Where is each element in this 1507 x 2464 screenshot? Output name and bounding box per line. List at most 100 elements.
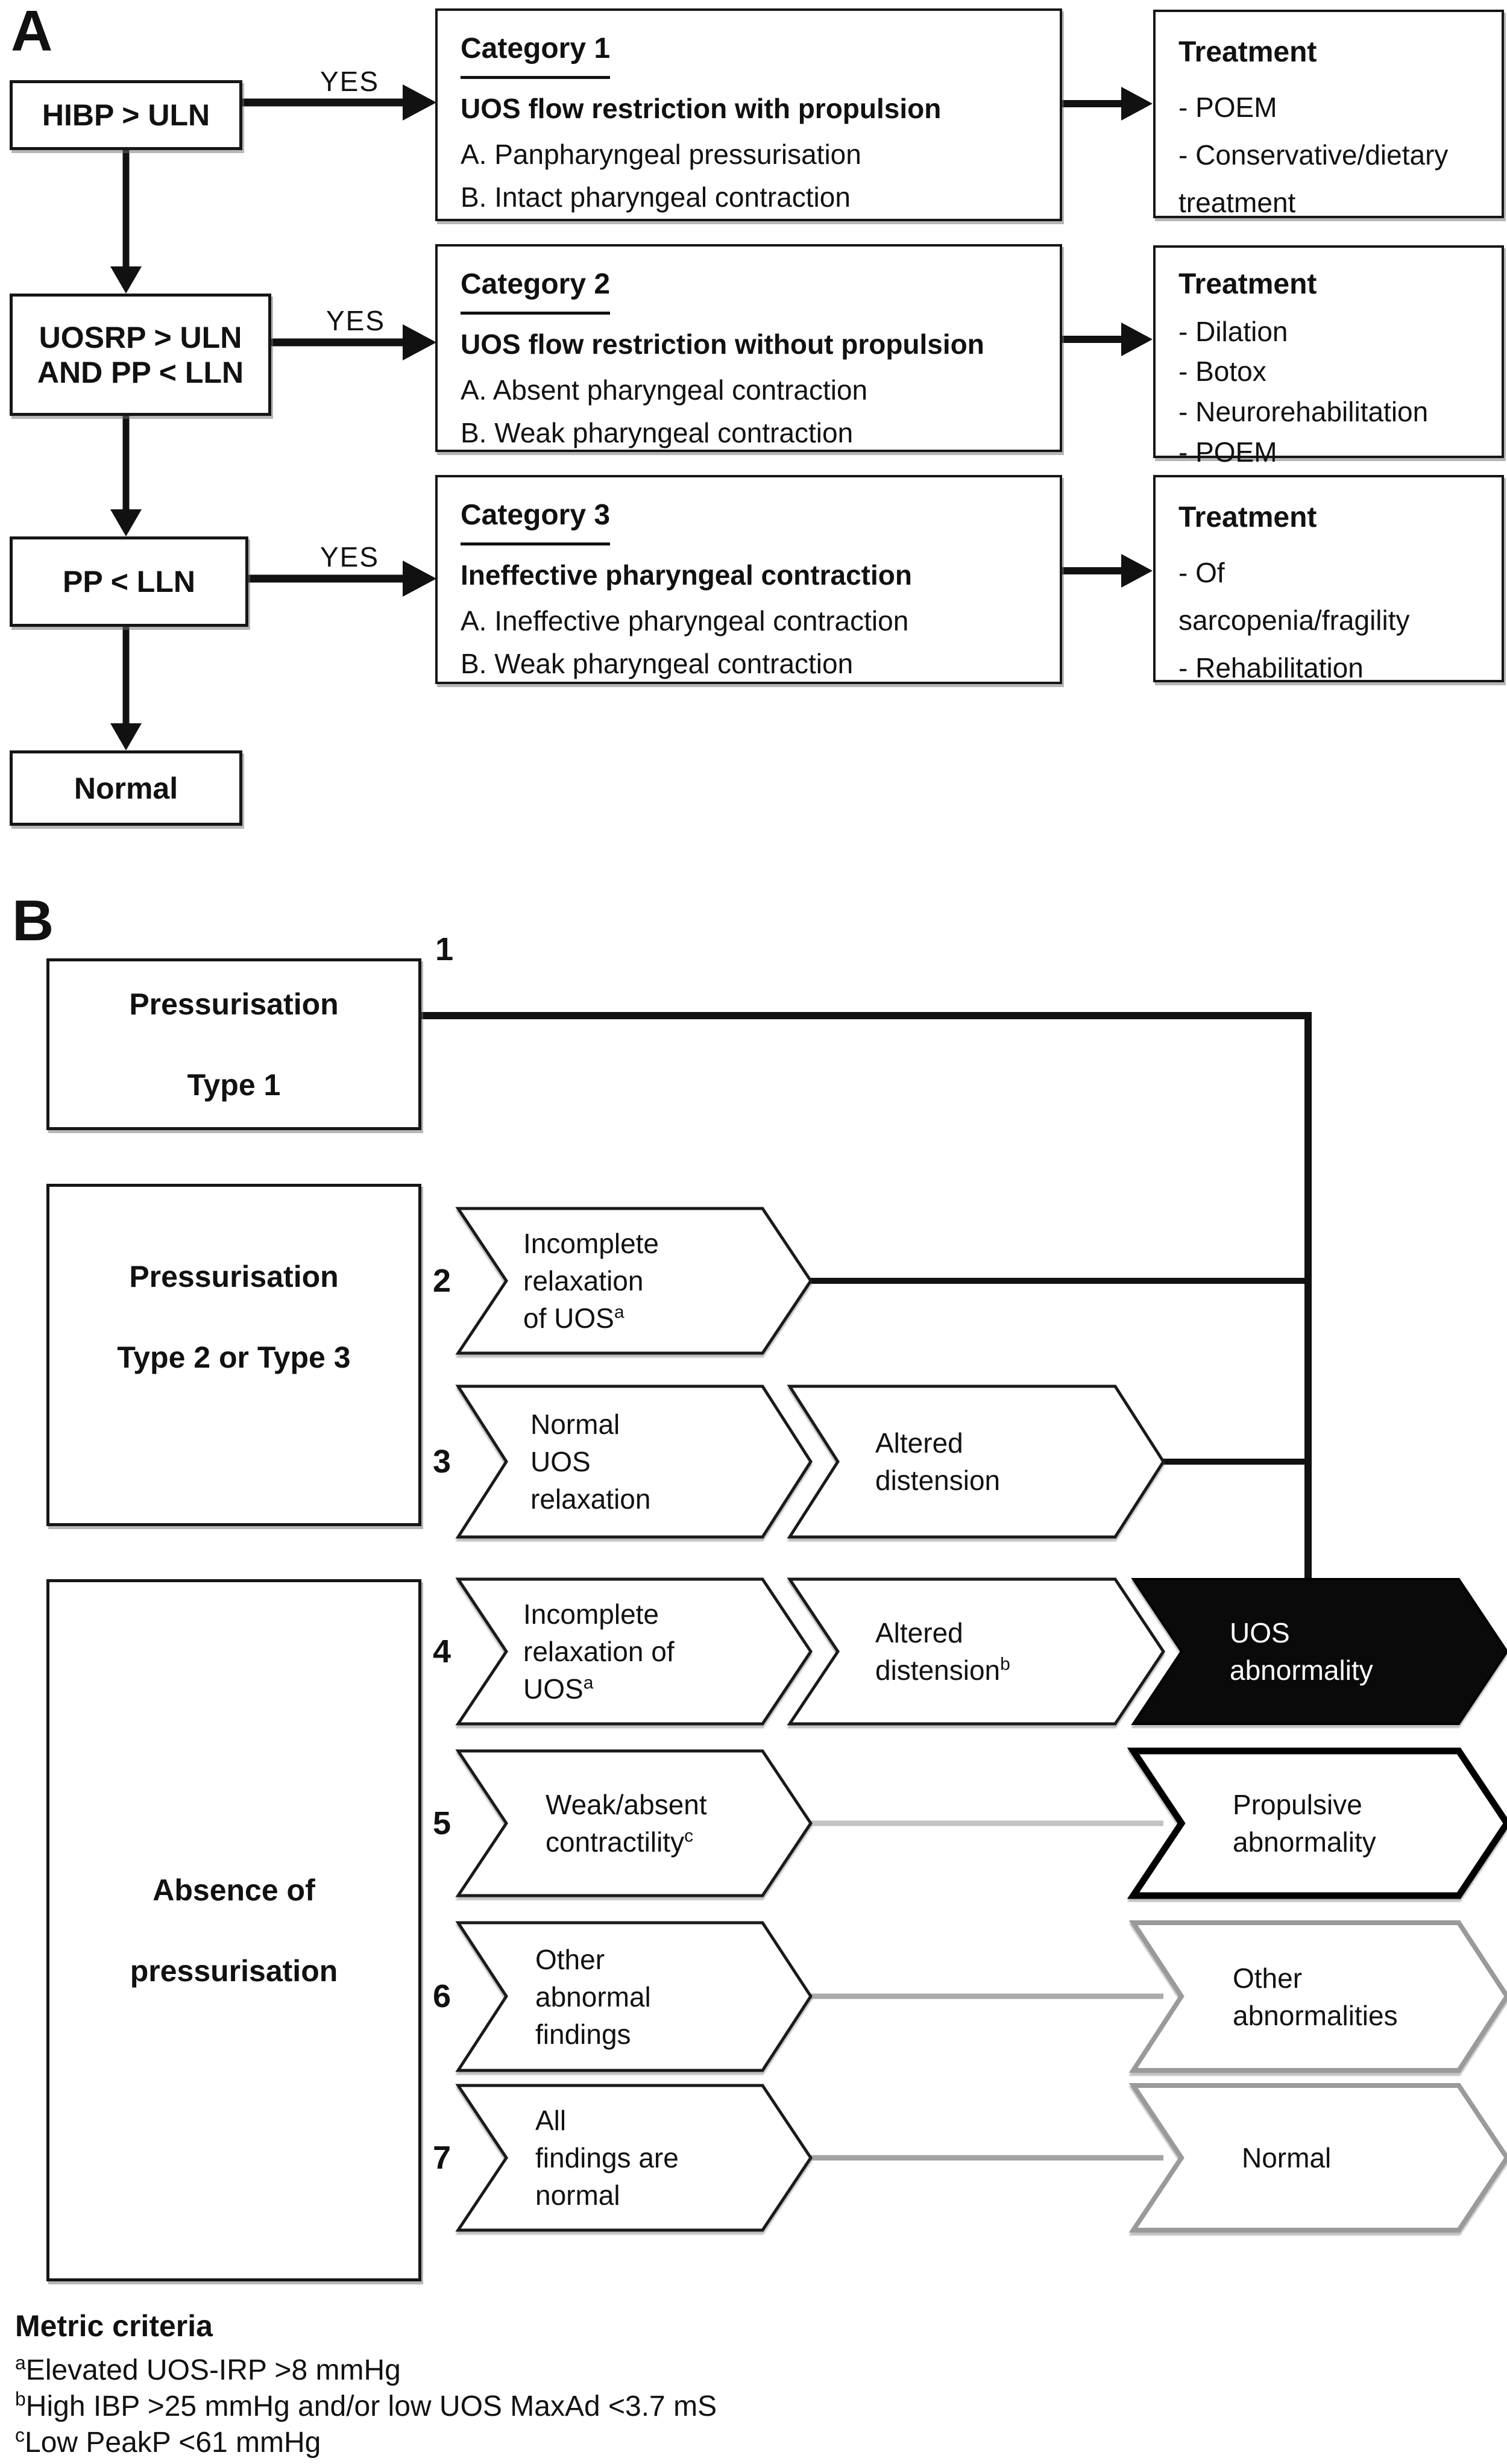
chevron-line: contractilityc: [546, 1826, 694, 1858]
panel-b-label: B: [12, 888, 54, 953]
category-item: A. Panpharyngeal pressurisation: [461, 138, 861, 170]
chevron-other-abnormalities: [1128, 1920, 1507, 2073]
chevron-all-findings-normal: [455, 2084, 813, 2232]
group-box-pressurisation-type2-3: Pressurisation Type 2 or Type 3: [46, 1184, 421, 1526]
chevron-text-uos-abnormality: UOS abnormality: [1230, 1579, 1483, 1724]
chevron-line: normal: [535, 2180, 620, 2211]
group-box-label: Pressurisation: [129, 987, 339, 1021]
superscript: a: [583, 1673, 594, 1693]
category-subtitle: Ineffective pharyngeal contraction: [461, 559, 912, 591]
chevron-text-altered-distension-4: Altered distensionb: [875, 1579, 1128, 1724]
chevron-text-normal-outcome: Normal: [1242, 2085, 1495, 2230]
treatment-title: Treatment: [1178, 501, 1317, 533]
superscript: a: [614, 1302, 625, 1322]
chevron-line: abnormality: [1233, 1826, 1376, 1858]
chevron-line: abnormalities: [1233, 1999, 1398, 2031]
flow-box-label: UOSRP > ULN: [39, 320, 242, 354]
row-number-4: 4: [432, 1633, 451, 1670]
yes-label-1: YES: [319, 66, 380, 97]
group-box-label: Pressurisation: [129, 1260, 339, 1293]
category-item: A. Ineffective pharyngeal contraction: [461, 605, 909, 636]
chevron-text-normal-uos-relaxation: Normal UOS relaxation: [530, 1386, 772, 1537]
category-item: B. Weak pharyngeal contraction: [461, 416, 854, 448]
treatment-title: Treatment: [1178, 268, 1317, 300]
group-box-pressurisation-type1: Pressurisation Type 1: [46, 958, 421, 1130]
chevron-line: Normal: [1242, 2142, 1332, 2173]
superscript: c: [684, 1826, 694, 1846]
arrowhead: [1121, 554, 1153, 588]
treatment-item: - Rehabilitation: [1178, 652, 1364, 684]
flow-box-label: Normal: [74, 771, 178, 805]
chevron-normal-outcome: [1128, 2083, 1507, 2233]
arrowhead: [110, 266, 142, 294]
treatment-2-box: Treatment - Dilation - Botox - Neuroreha…: [1153, 245, 1504, 468]
chevron-line: abnormal: [535, 1981, 651, 2013]
chevron-line: relaxation: [530, 1483, 651, 1515]
chevron-line: Other: [535, 1943, 605, 1975]
chevron-normal-uos-relaxation: [455, 1384, 813, 1539]
footnote-sup: a: [15, 2352, 26, 2374]
chevron-text-weak-absent-contractility: Weak/absent contractilityc: [546, 1751, 787, 1896]
category-subtitle: UOS flow restriction without propulsion: [461, 328, 984, 360]
treatment-3-box: Treatment - Of sarcopenia/fragility - Re…: [1153, 475, 1504, 684]
yes-label-2: YES: [326, 305, 386, 336]
group-box-label: Type 2 or Type 3: [117, 1340, 351, 1374]
row-number-2: 2: [432, 1263, 451, 1299]
chevron-incomplete-relaxation-4: [455, 1577, 813, 1726]
chevron-propulsive-abnormality: [1127, 1747, 1507, 1899]
chevron-text-all-findings-normal: All findings are normal: [535, 2085, 776, 2230]
row-number-6: 6: [432, 1978, 451, 2014]
footnote-text: High IBP >25 mmHg and/or low UOS MaxAd <…: [25, 2390, 717, 2422]
footnote-b: bHigh IBP >25 mmHg and/or low UOS MaxAd …: [15, 2388, 717, 2423]
category-title: Category 1: [461, 27, 1054, 80]
arrowhead: [1121, 87, 1153, 121]
chevron-line: UOSa: [523, 1673, 594, 1705]
chevron-line: Incomplete: [523, 1598, 659, 1630]
treatment-item: - Neurorehabilitation: [1178, 395, 1429, 427]
row-number-5: 5: [432, 1805, 451, 1841]
chevron-line: relaxation: [523, 1265, 644, 1296]
chevron-line: Other: [1233, 1962, 1303, 1994]
category-item: A. Absent pharyngeal contraction: [461, 374, 868, 406]
chevron-line: Altered: [875, 1427, 963, 1459]
category-3-box: Category 3 Ineffective pharyngeal contra…: [435, 475, 1062, 684]
treatment-item: - Botox: [1178, 356, 1266, 388]
chevron-line: Propulsive: [1233, 1789, 1362, 1820]
flow-box-normal: Normal: [10, 750, 242, 826]
chevron-weak-absent-contractility: [455, 1749, 813, 1897]
flow-box-label: AND PP < LLN: [37, 355, 244, 389]
chevron-line: relaxation of: [523, 1636, 675, 1667]
group-box-absence-of-pressurisation: Absence of pressurisation: [46, 1579, 421, 2281]
chevron-line: All: [535, 2105, 567, 2136]
chevron-text-incomplete-relaxation-2: Incomplete relaxation of UOSa: [523, 1208, 764, 1353]
category-2-box: Category 2 UOS flow restriction without …: [435, 244, 1062, 452]
chevron-uos-abnormality: [1131, 1578, 1507, 1725]
superscript: b: [1000, 1654, 1010, 1674]
category-title: Category 2: [461, 262, 1054, 315]
row-number-7: 7: [432, 2140, 451, 2176]
chevron-line: Normal: [530, 1409, 620, 1440]
category-item: B. Weak pharyngeal contraction: [461, 647, 854, 679]
group-box-label: pressurisation: [130, 1953, 338, 1988]
category-1-box: Category 1 UOS flow restriction with pro…: [435, 8, 1062, 221]
chevron-line: Altered: [875, 1617, 963, 1648]
footnote-sup: c: [15, 2424, 25, 2446]
category-title: Category 3: [461, 493, 1054, 546]
chevron-text-incomplete-relaxation-4: Incomplete relaxation of UOSa: [523, 1579, 764, 1724]
flow-box-label: PP < LLN: [63, 565, 195, 599]
chevron-line: UOS: [530, 1446, 591, 1477]
flow-box-pp: PP < LLN: [10, 536, 248, 627]
treatment-item: sarcopenia/fragility: [1178, 604, 1410, 636]
chevron-line: abnormality: [1230, 1655, 1373, 1686]
category-item: B. Intact pharyngeal contraction: [461, 181, 851, 213]
arrowhead: [1121, 322, 1153, 356]
chevron-text-propulsive-abnormality: Propulsive abnormality: [1233, 1751, 1486, 1896]
flow-box-uosrp: UOSRP > ULN AND PP < LLN: [10, 294, 271, 416]
treatment-item: - Conservative/dietary: [1178, 139, 1449, 171]
treatment-item: - Of: [1178, 556, 1225, 588]
chevron-altered-distension-3: [787, 1384, 1165, 1539]
flow-box-hibp: HIBP > ULN: [10, 80, 242, 150]
treatment-title: Treatment: [1178, 36, 1317, 68]
footnote-text: Elevated UOS-IRP >8 mmHg: [25, 2354, 401, 2386]
chevron-line: distensionb: [875, 1654, 1010, 1686]
